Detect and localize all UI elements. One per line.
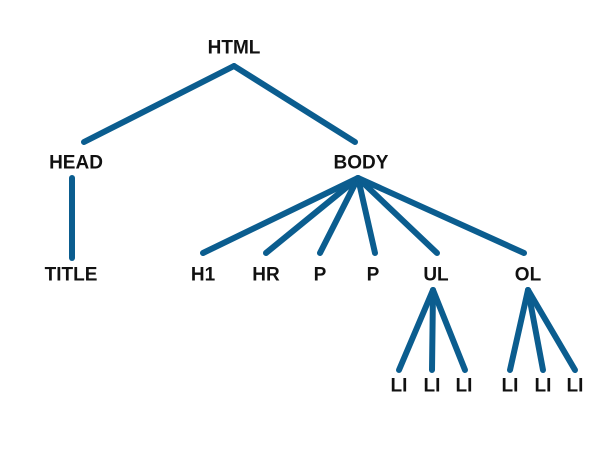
edge-ul-li3 <box>433 290 465 370</box>
node-ol: OL <box>515 266 541 285</box>
node-li-2: LI <box>424 377 441 396</box>
node-head: HEAD <box>49 154 103 173</box>
edge-html-body <box>234 66 355 142</box>
edge-html-head <box>84 66 234 142</box>
edge-ul-li1 <box>399 290 433 370</box>
node-li-6: LI <box>567 377 584 396</box>
node-h1: H1 <box>191 266 215 285</box>
node-p-1: P <box>314 266 327 285</box>
node-title: TITLE <box>45 266 98 285</box>
node-p-2: P <box>367 266 380 285</box>
edge-ul-li2 <box>432 290 433 370</box>
node-li-4: LI <box>502 377 519 396</box>
node-body: BODY <box>334 154 389 173</box>
edge-body-ol <box>358 178 524 253</box>
node-li-3: LI <box>456 377 473 396</box>
node-html: HTML <box>208 39 261 58</box>
node-ul: UL <box>423 266 448 285</box>
edge-ol-li4 <box>510 290 528 370</box>
node-hr: HR <box>252 266 279 285</box>
node-li-1: LI <box>391 377 408 396</box>
node-li-5: LI <box>535 377 552 396</box>
